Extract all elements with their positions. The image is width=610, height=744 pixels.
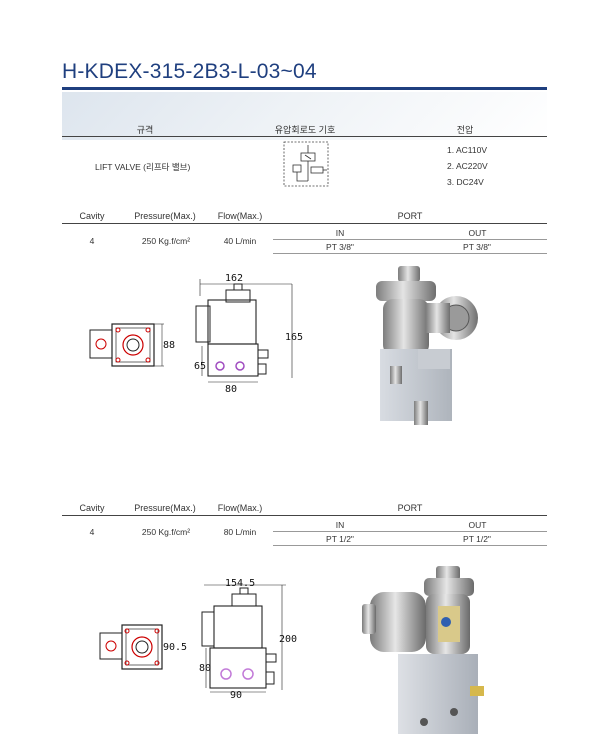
title-underline — [62, 87, 547, 90]
s2-dim-width-top: 154.5 — [225, 578, 255, 589]
s2-in-value: PT 1/2" — [326, 534, 354, 544]
s1-port-rule — [273, 239, 547, 240]
s2-dim-total-wrap: 200 — [279, 632, 309, 651]
voltage-1: 1. AC110V — [447, 145, 488, 155]
s2-top-view-drawing — [99, 624, 163, 670]
voltage-header: 전압 — [456, 125, 474, 135]
s1-row-rule — [273, 253, 547, 254]
s1-dim-height-total: 165 — [285, 332, 303, 343]
s2-dim-side-wrap: 90.5 — [163, 640, 193, 659]
s2-pressure-header: Pressure(Max.) — [134, 503, 196, 513]
s1-top-view-drawing — [89, 323, 164, 367]
s1-header-rule — [62, 223, 547, 224]
s2-flow-header: Flow(Max.) — [217, 503, 263, 513]
s2-out-value: PT 1/2" — [463, 534, 491, 544]
s2-row-rule — [273, 545, 547, 546]
s1-cavity: 4 — [89, 236, 95, 246]
s1-pressure-header: Pressure(Max.) — [134, 211, 196, 221]
s2-dim-bottom-wrap: 90 — [230, 688, 250, 707]
s1-pressure: 250 Kg.f/cm² — [141, 236, 191, 246]
s2-port-rule — [273, 531, 547, 532]
s2-dim-bottom: 90 — [230, 690, 242, 701]
s2-port-header: PORT — [397, 503, 423, 513]
s1-flow: 40 L/min — [223, 236, 257, 246]
s1-dim-width-wrap: 162 — [225, 271, 255, 290]
spec-header-rule — [62, 136, 547, 137]
s1-in-value: PT 3/8" — [326, 242, 354, 252]
s2-flow: 80 L/min — [223, 527, 257, 537]
s1-dim-lower-wrap: 65 — [194, 359, 214, 378]
s2-dim-width-wrap: 154.5 — [225, 576, 265, 595]
s2-cavity: 4 — [89, 527, 95, 537]
s1-cavity-header: Cavity — [79, 211, 105, 221]
voltage-2: 2. AC220V — [447, 161, 488, 171]
s2-dim-height-total: 200 — [279, 634, 297, 645]
s1-port-header: PORT — [397, 211, 423, 221]
symbol-header: 유압회로도 기호 — [274, 125, 336, 135]
s1-dim-height-side: 88 — [163, 340, 175, 351]
spec-value: LIFT VALVE (리프타 밸브) — [95, 162, 191, 172]
spec-header: 규격 — [136, 125, 154, 135]
page-title: H-KDEX-315-2B3-L-03~04 — [62, 60, 317, 83]
s1-product-photo — [376, 266, 478, 425]
s2-dim-height-side: 90.5 — [163, 642, 187, 653]
header-band — [62, 92, 547, 140]
s1-dim-width-top: 162 — [225, 273, 243, 284]
s1-flow-header: Flow(Max.) — [217, 211, 263, 221]
s2-cavity-header: Cavity — [79, 503, 105, 513]
s2-in-header: IN — [335, 520, 345, 530]
s1-dim-bottom: 80 — [225, 384, 237, 395]
hydraulic-symbol-icon — [283, 141, 329, 187]
s1-out-value: PT 3/8" — [463, 242, 491, 252]
s2-side-view-drawing — [201, 584, 286, 693]
s2-out-header: OUT — [468, 520, 487, 530]
voltage-3: 3. DC24V — [447, 177, 484, 187]
s1-dim-bottom-wrap: 80 — [225, 382, 245, 401]
s1-dim-lower: 65 — [194, 361, 206, 372]
s1-dim-88-label-wrap: 88 — [163, 340, 175, 351]
s2-dim-lower: 80 — [199, 663, 211, 674]
s1-out-header: OUT — [468, 228, 487, 238]
s2-pressure: 250 Kg.f/cm² — [141, 527, 191, 537]
s2-header-rule — [62, 515, 547, 516]
s2-product-photo — [362, 566, 484, 734]
s2-dim-lower-wrap: 80 — [199, 661, 219, 680]
s1-in-header: IN — [335, 228, 345, 238]
s1-side-view-drawing — [195, 279, 293, 383]
s1-dim-total-wrap: 165 — [285, 330, 315, 349]
